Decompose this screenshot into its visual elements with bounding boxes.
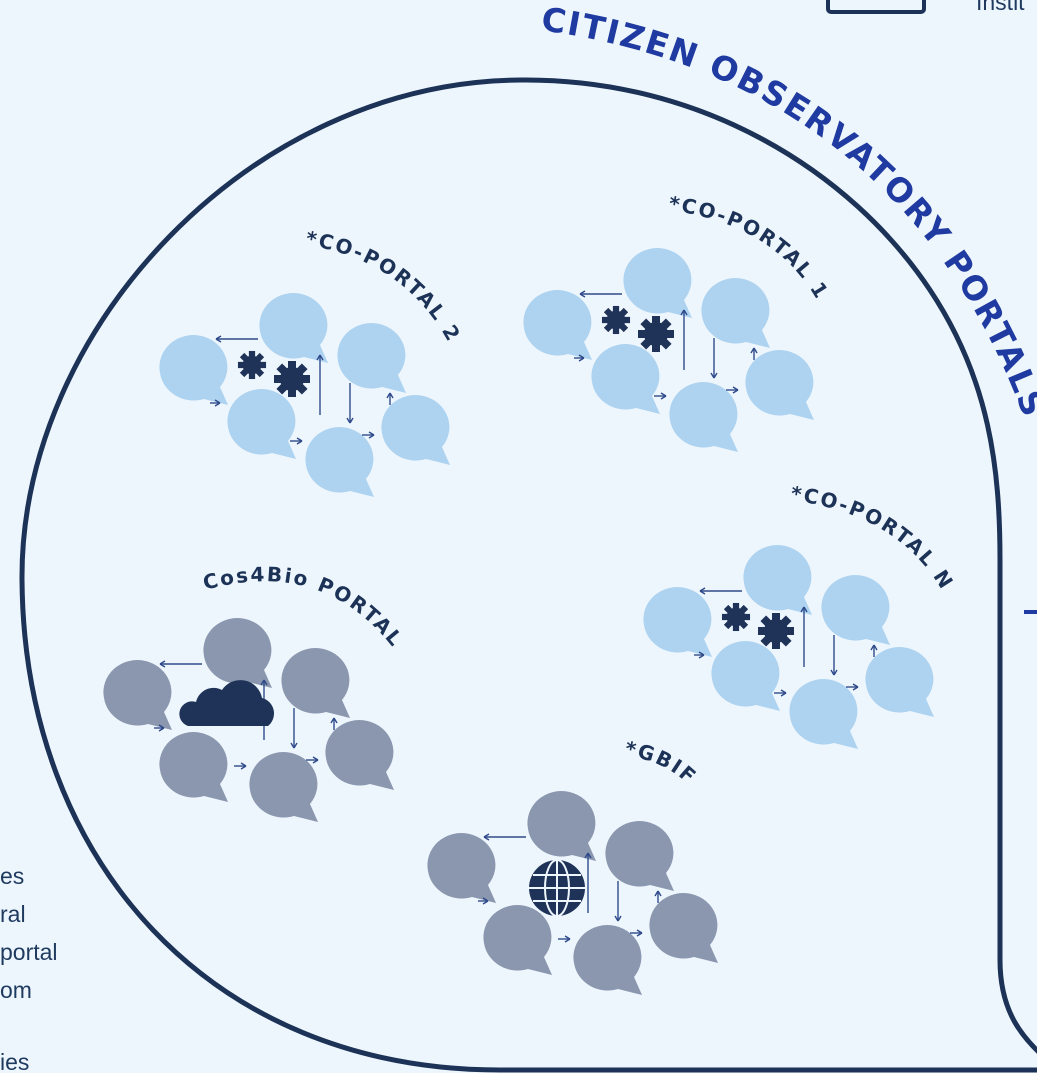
left-fragment-5: ies — [0, 1049, 29, 1073]
institution-icon — [826, 0, 926, 14]
portal-label-gbif: *GBIF — [623, 736, 702, 789]
cloud-icon — [179, 680, 275, 726]
observatory-boundary — [19, 77, 1037, 1073]
globe-icon — [529, 859, 585, 917]
portal-label-co-portal-n: *CO-PORTAL N — [789, 481, 958, 594]
left-fragment-4: om — [0, 977, 32, 1003]
portal-cluster-cos4bio — [103, 618, 394, 822]
left-text-fragments: es ral portal om ies — [0, 863, 58, 1073]
portal-cluster-co-portal-1 — [523, 248, 814, 452]
left-fragment-1: es — [0, 863, 24, 889]
portal-cluster-co-portal-n — [643, 545, 934, 749]
top-right-text-fragment: Instit — [976, 0, 1025, 15]
portal-cluster-co-portal-2 — [159, 293, 450, 497]
left-fragment-2: ral — [0, 901, 26, 927]
left-fragment-3: portal — [0, 939, 58, 965]
portal-cluster-gbif — [427, 791, 718, 995]
